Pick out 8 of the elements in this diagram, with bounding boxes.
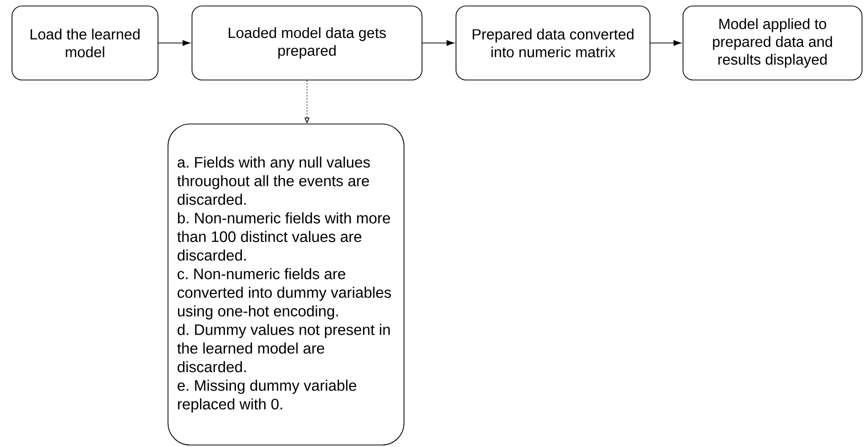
process-box: Loaded model data gets prepared [192, 6, 422, 80]
process-box: Prepared data converted into numeric matrix [456, 6, 650, 80]
arrow [158, 40, 190, 46]
arrow [422, 40, 454, 46]
arrow [650, 40, 682, 46]
process-box: Model applied to prepared data and results displayed [682, 6, 862, 80]
process-box: Load the learned model [12, 6, 158, 80]
note-box: a. Fields with any null values throughout all the events are discarded. b. Non-numeric fields with more than 100 distinct values are discarded. c. Non-numeric fields are converted into dummy variables using one-hot encoding. d. Dummy values not present in the learned model are discarded. e. Missing dummy variable replaced with 0. [168, 124, 404, 446]
